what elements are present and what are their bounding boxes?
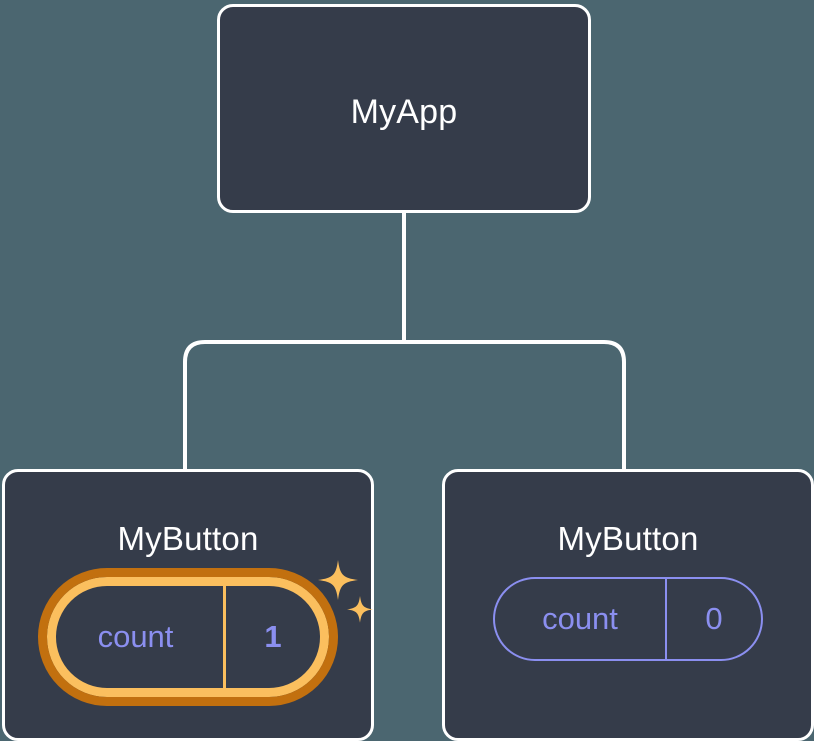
state-pill-count-2[interactable]: count 0 <box>493 577 763 661</box>
state-pill-wrap-2: count 0 <box>493 577 763 661</box>
connector-branch-bus <box>183 340 626 469</box>
state-pill-divider-2 <box>665 579 667 659</box>
state-pill-divider-1 <box>223 586 226 688</box>
node-mybutton-2-label: MyButton <box>557 520 699 557</box>
node-myapp[interactable]: MyApp <box>217 4 591 213</box>
state-pill-wrap-1: count 1 <box>38 568 338 706</box>
state-key-label-1: count <box>97 619 174 654</box>
node-mybutton-1-label: MyButton <box>117 520 259 557</box>
node-mybutton-1[interactable]: MyButton count 1 <box>2 469 374 741</box>
state-key-label-2: count <box>542 601 618 636</box>
node-myapp-label: MyApp <box>350 93 458 131</box>
state-value-label-2: 0 <box>705 601 723 636</box>
node-mybutton-2[interactable]: MyButton count 0 <box>442 469 814 741</box>
state-value-label-1: 1 <box>264 619 282 654</box>
state-pill-count-1[interactable]: count 1 <box>38 568 338 706</box>
